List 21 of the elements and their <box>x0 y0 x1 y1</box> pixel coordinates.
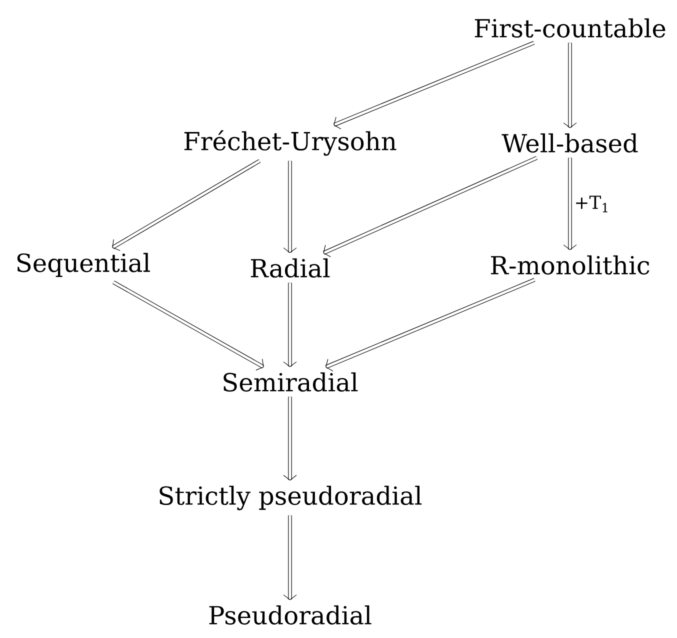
statement-text: First-countable <box>474 18 666 38</box>
implication-arrow <box>563 42 577 128</box>
statement-text: Pseudoradial <box>209 605 372 625</box>
edge-label: +T$_{1}$ <box>576 196 608 212</box>
statement-text: Semiradial <box>224 372 358 392</box>
statement-text: Sequential <box>17 252 150 278</box>
implication-arrow <box>112 159 261 251</box>
statement-text: Fréchet-Urysohn <box>184 130 396 156</box>
implication-arrow <box>283 396 297 481</box>
statement-text: R-monolithic <box>491 255 650 275</box>
statement-text: Well-based <box>502 133 638 153</box>
implication-arrow <box>563 158 577 250</box>
implication-arrow <box>325 278 536 372</box>
implication-arrow <box>333 41 535 130</box>
implication-arrow <box>283 515 297 600</box>
implication-arrow <box>323 156 538 258</box>
statement-text: Strictly pseudoradial <box>160 486 422 510</box>
implication-arrow <box>283 282 297 368</box>
implication-arrow <box>283 160 297 254</box>
implication-arrow <box>112 280 264 370</box>
statement-text: Radial <box>250 258 330 278</box>
